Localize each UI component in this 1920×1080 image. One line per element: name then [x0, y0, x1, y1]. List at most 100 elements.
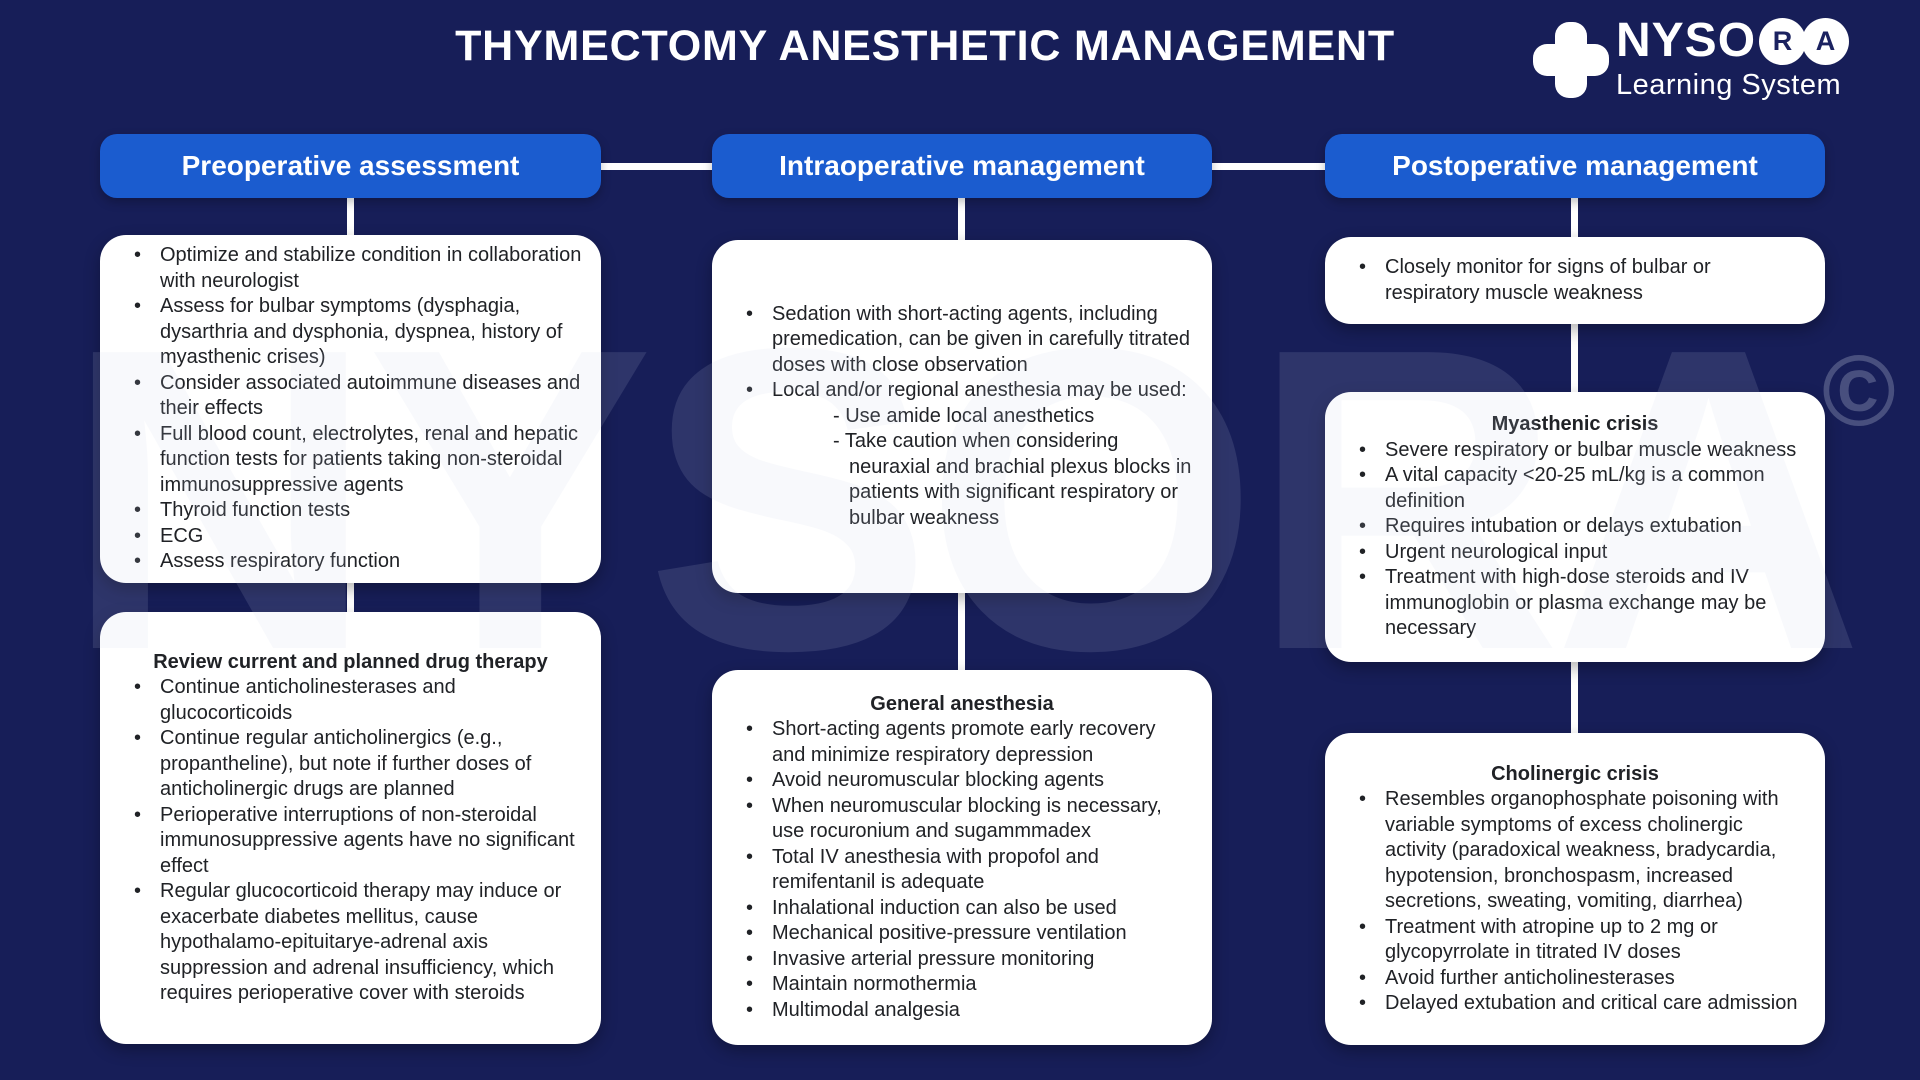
bullet-text: Maintain normothermia — [772, 973, 977, 996]
bullet-item: Invasive arterial pressure monitoring — [712, 947, 1212, 973]
sub-bullet-text: - Use amide local anesthetics — [833, 404, 1095, 427]
logo-r-badge: R — [1759, 17, 1807, 65]
bullet-text: Continue regular anticholinergics (e.g.,… — [160, 727, 532, 800]
bullet-text: When neuromuscular blocking is necessary… — [772, 794, 1162, 843]
connector-line — [595, 163, 718, 170]
bullet-icon — [1359, 565, 1385, 642]
bullet-item: Avoid further anticholinesterases — [1325, 966, 1825, 992]
box-general-anesthesia: General anesthesia Short-acting agents p… — [712, 670, 1212, 1045]
bullet-text: Treatment with high-dose steroids and IV… — [1385, 566, 1767, 640]
connector-line — [958, 196, 965, 246]
bullet-icon — [746, 845, 772, 896]
bullet-icon — [746, 302, 772, 379]
bullet-item: Continue regular anticholinergics (e.g.,… — [100, 726, 601, 803]
bullet-text: Short-acting agents promote early recove… — [772, 718, 1156, 766]
bullet-icon — [1359, 540, 1385, 566]
box-title: Myasthenic crisis — [1491, 413, 1659, 436]
bullet-text: Closely monitor for signs of bulbar or r… — [1385, 256, 1711, 304]
nysora-plus-icon — [1533, 22, 1609, 98]
bullet-text: Treatment with atropine up to 2 mg or gl… — [1385, 915, 1718, 964]
bullet-text: Assess for bulbar symptoms (dysphagia, d… — [160, 295, 563, 369]
header-preoperative-assessment: Preoperative assessment — [100, 134, 601, 198]
nysora-logo: NYSO R A Learning System — [1616, 16, 1850, 102]
bullet-text: Sedation with short-acting agents, inclu… — [772, 302, 1191, 376]
connector-line — [1205, 163, 1332, 170]
bullet-item: Avoid neuromuscular blocking agents — [712, 768, 1212, 794]
sub-bullet-text: - Take caution when considering neuraxia… — [833, 430, 1192, 529]
bullet-item: Continue anticholinesterases and glucoco… — [100, 675, 601, 726]
bullet-item: Optimize and stabilize condition in coll… — [100, 243, 601, 294]
bullet-item: Inhalational induction can also be used — [712, 896, 1212, 922]
bullet-text: Requires intubation or delays extubation — [1385, 515, 1742, 538]
logo-subtitle: Learning System — [1616, 69, 1842, 101]
bullet-text: Multimodal analgesia — [772, 998, 960, 1021]
bullet-item: Treatment with atropine up to 2 mg or gl… — [1325, 915, 1825, 966]
bullet-icon — [134, 294, 160, 371]
bullet-text: Local and/or regional anesthesia may be … — [772, 379, 1187, 402]
bullet-icon — [134, 879, 160, 1007]
bullet-item: Delayed extubation and critical care adm… — [1325, 991, 1825, 1017]
box-sedation-regional: Sedation with short-acting agents, inclu… — [712, 240, 1212, 593]
bullet-text: ECG — [160, 524, 204, 547]
box-title: Cholinergic crisis — [1491, 762, 1659, 785]
connector-line — [1571, 655, 1578, 740]
bullet-text: Consider associated autoimmune diseases … — [160, 371, 581, 420]
bullet-icon — [746, 794, 772, 845]
bullet-item: Total IV anesthesia with propofol and re… — [712, 845, 1212, 896]
box-myasthenic-crisis: Myasthenic crisis Severe respiratory or … — [1325, 392, 1825, 662]
connector-line — [347, 196, 354, 241]
box-title: General anesthesia — [870, 692, 1054, 715]
bullet-item: Assess for bulbar symptoms (dysphagia, d… — [100, 294, 601, 371]
bullet-text: Urgent neurological input — [1385, 540, 1608, 563]
bullet-item: Severe respiratory or bulbar muscle weak… — [1325, 438, 1825, 464]
bullet-icon — [746, 998, 772, 1024]
box-postop-monitoring: Closely monitor for signs of bulbar or r… — [1325, 237, 1825, 324]
header-postoperative-management: Postoperative management — [1325, 134, 1825, 198]
bullet-text: Regular glucocorticoid therapy may induc… — [160, 880, 562, 1004]
bullet-icon — [134, 803, 160, 880]
bullet-icon — [134, 422, 160, 499]
bullet-item: Multimodal analgesia — [712, 998, 1212, 1024]
bullet-item: Short-acting agents promote early recove… — [712, 717, 1212, 768]
box-preop-optimization: Optimize and stabilize condition in coll… — [100, 235, 601, 583]
bullet-item: Closely monitor for signs of bulbar or r… — [1325, 255, 1825, 306]
bullet-text: Full blood count, electrolytes, renal an… — [160, 422, 579, 496]
header-intraoperative-management: Intraoperative management — [712, 134, 1212, 198]
bullet-icon — [1359, 438, 1385, 464]
bullet-item: Urgent neurological input — [1325, 540, 1825, 566]
bullet-item: Resembles organophosphate poisoning with… — [1325, 787, 1825, 915]
bullet-icon — [746, 921, 772, 947]
bullet-text: Continue anticholinesterases and glucoco… — [160, 676, 456, 724]
bullet-icon — [1359, 915, 1385, 966]
bullet-text: Thyroid function tests — [160, 499, 351, 522]
bullet-item: Assess respiratory function — [100, 549, 601, 575]
bullet-icon — [134, 524, 160, 550]
logo-a-badge: A — [1802, 17, 1850, 65]
connector-line — [347, 578, 354, 618]
connector-line — [1571, 318, 1578, 398]
bullet-text: Delayed extubation and critical care adm… — [1385, 992, 1798, 1014]
bullet-icon — [1359, 966, 1385, 992]
bullet-item: A vital capacity <20-25 mL/kg is a commo… — [1325, 463, 1825, 514]
bullet-icon — [746, 768, 772, 794]
bullet-text: Resembles organophosphate poisoning with… — [1385, 788, 1779, 912]
bullet-item: Requires intubation or delays extubation — [1325, 514, 1825, 540]
page-title: THYMECTOMY ANESTHETIC MANAGEMENT — [455, 22, 1395, 70]
bullet-text: Inhalational induction can also be used — [772, 896, 1117, 919]
bullet-item: Full blood count, electrolytes, renal an… — [100, 422, 601, 499]
box-title: Review current and planned drug therapy — [153, 650, 548, 673]
bullet-item: When neuromuscular blocking is necessary… — [712, 794, 1212, 845]
box-drug-therapy-review: Review current and planned drug therapy … — [100, 612, 601, 1044]
bullet-icon — [134, 371, 160, 422]
bullet-item: Sedation with short-acting agents, inclu… — [712, 302, 1212, 379]
bullet-text: Invasive arterial pressure monitoring — [772, 947, 1095, 970]
watermark-copyright-icon: © — [1822, 335, 1896, 447]
connector-line — [958, 588, 965, 676]
bullet-item: ECG — [100, 524, 601, 550]
bullet-icon — [134, 726, 160, 803]
bullet-text: Total IV anesthesia with propofol and re… — [772, 845, 1099, 894]
bullet-icon — [134, 498, 160, 524]
bullet-icon — [1359, 787, 1385, 915]
bullet-icon — [746, 717, 772, 768]
box-cholinergic-crisis: Cholinergic crisis Resembles organophosp… — [1325, 733, 1825, 1045]
